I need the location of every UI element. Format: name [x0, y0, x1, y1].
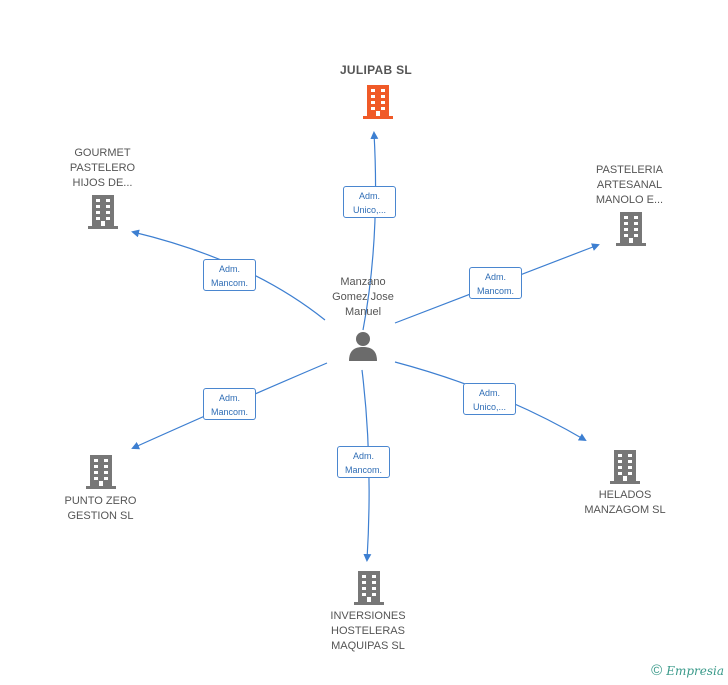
- building-icon-helados[interactable]: [610, 450, 640, 484]
- company-label-punto-zero[interactable]: PUNTO ZERO GESTION SL: [64, 495, 137, 522]
- role-box-pasteleria[interactable]: Adm. Mancom.: [469, 267, 522, 299]
- building-icon-punto-zero[interactable]: [86, 455, 116, 489]
- role-box-punto-zero[interactable]: Adm. Mancom.: [203, 388, 256, 420]
- person-icon[interactable]: [347, 330, 379, 362]
- role-box-gourmet[interactable]: Adm. Mancom.: [203, 259, 256, 291]
- role-box-helados[interactable]: Adm. Unico,...: [463, 383, 516, 415]
- company-label-helados[interactable]: HELADOS MANZAGOM SL: [584, 489, 666, 516]
- role-box-julipab[interactable]: Adm. Unico,...: [343, 186, 396, 218]
- building-icon-inversiones[interactable]: [354, 571, 384, 605]
- company-label-inversiones[interactable]: INVERSIONES HOSTELERAS MAQUIPAS SL: [330, 610, 406, 652]
- company-label-pasteleria[interactable]: PASTELERIA ARTESANAL MANOLO E...: [595, 164, 664, 206]
- company-label-gourmet[interactable]: GOURMET PASTELERO HIJOS DE...: [69, 147, 136, 189]
- building-icon-julipab[interactable]: [363, 85, 393, 119]
- building-icon-gourmet[interactable]: [88, 195, 118, 229]
- footer-brand: © Empresia: [651, 662, 724, 679]
- person-name[interactable]: Manzano Gomez Jose Manuel: [332, 276, 394, 318]
- copyright-icon: ©: [651, 662, 663, 679]
- building-icon-pasteleria[interactable]: [616, 212, 646, 246]
- company-label-julipab[interactable]: JULIPAB SL: [339, 63, 413, 77]
- edge-julipab: [362, 131, 379, 331]
- role-box-inversiones[interactable]: Adm. Mancom.: [337, 446, 390, 478]
- empresia-logo[interactable]: Empresia: [666, 663, 724, 678]
